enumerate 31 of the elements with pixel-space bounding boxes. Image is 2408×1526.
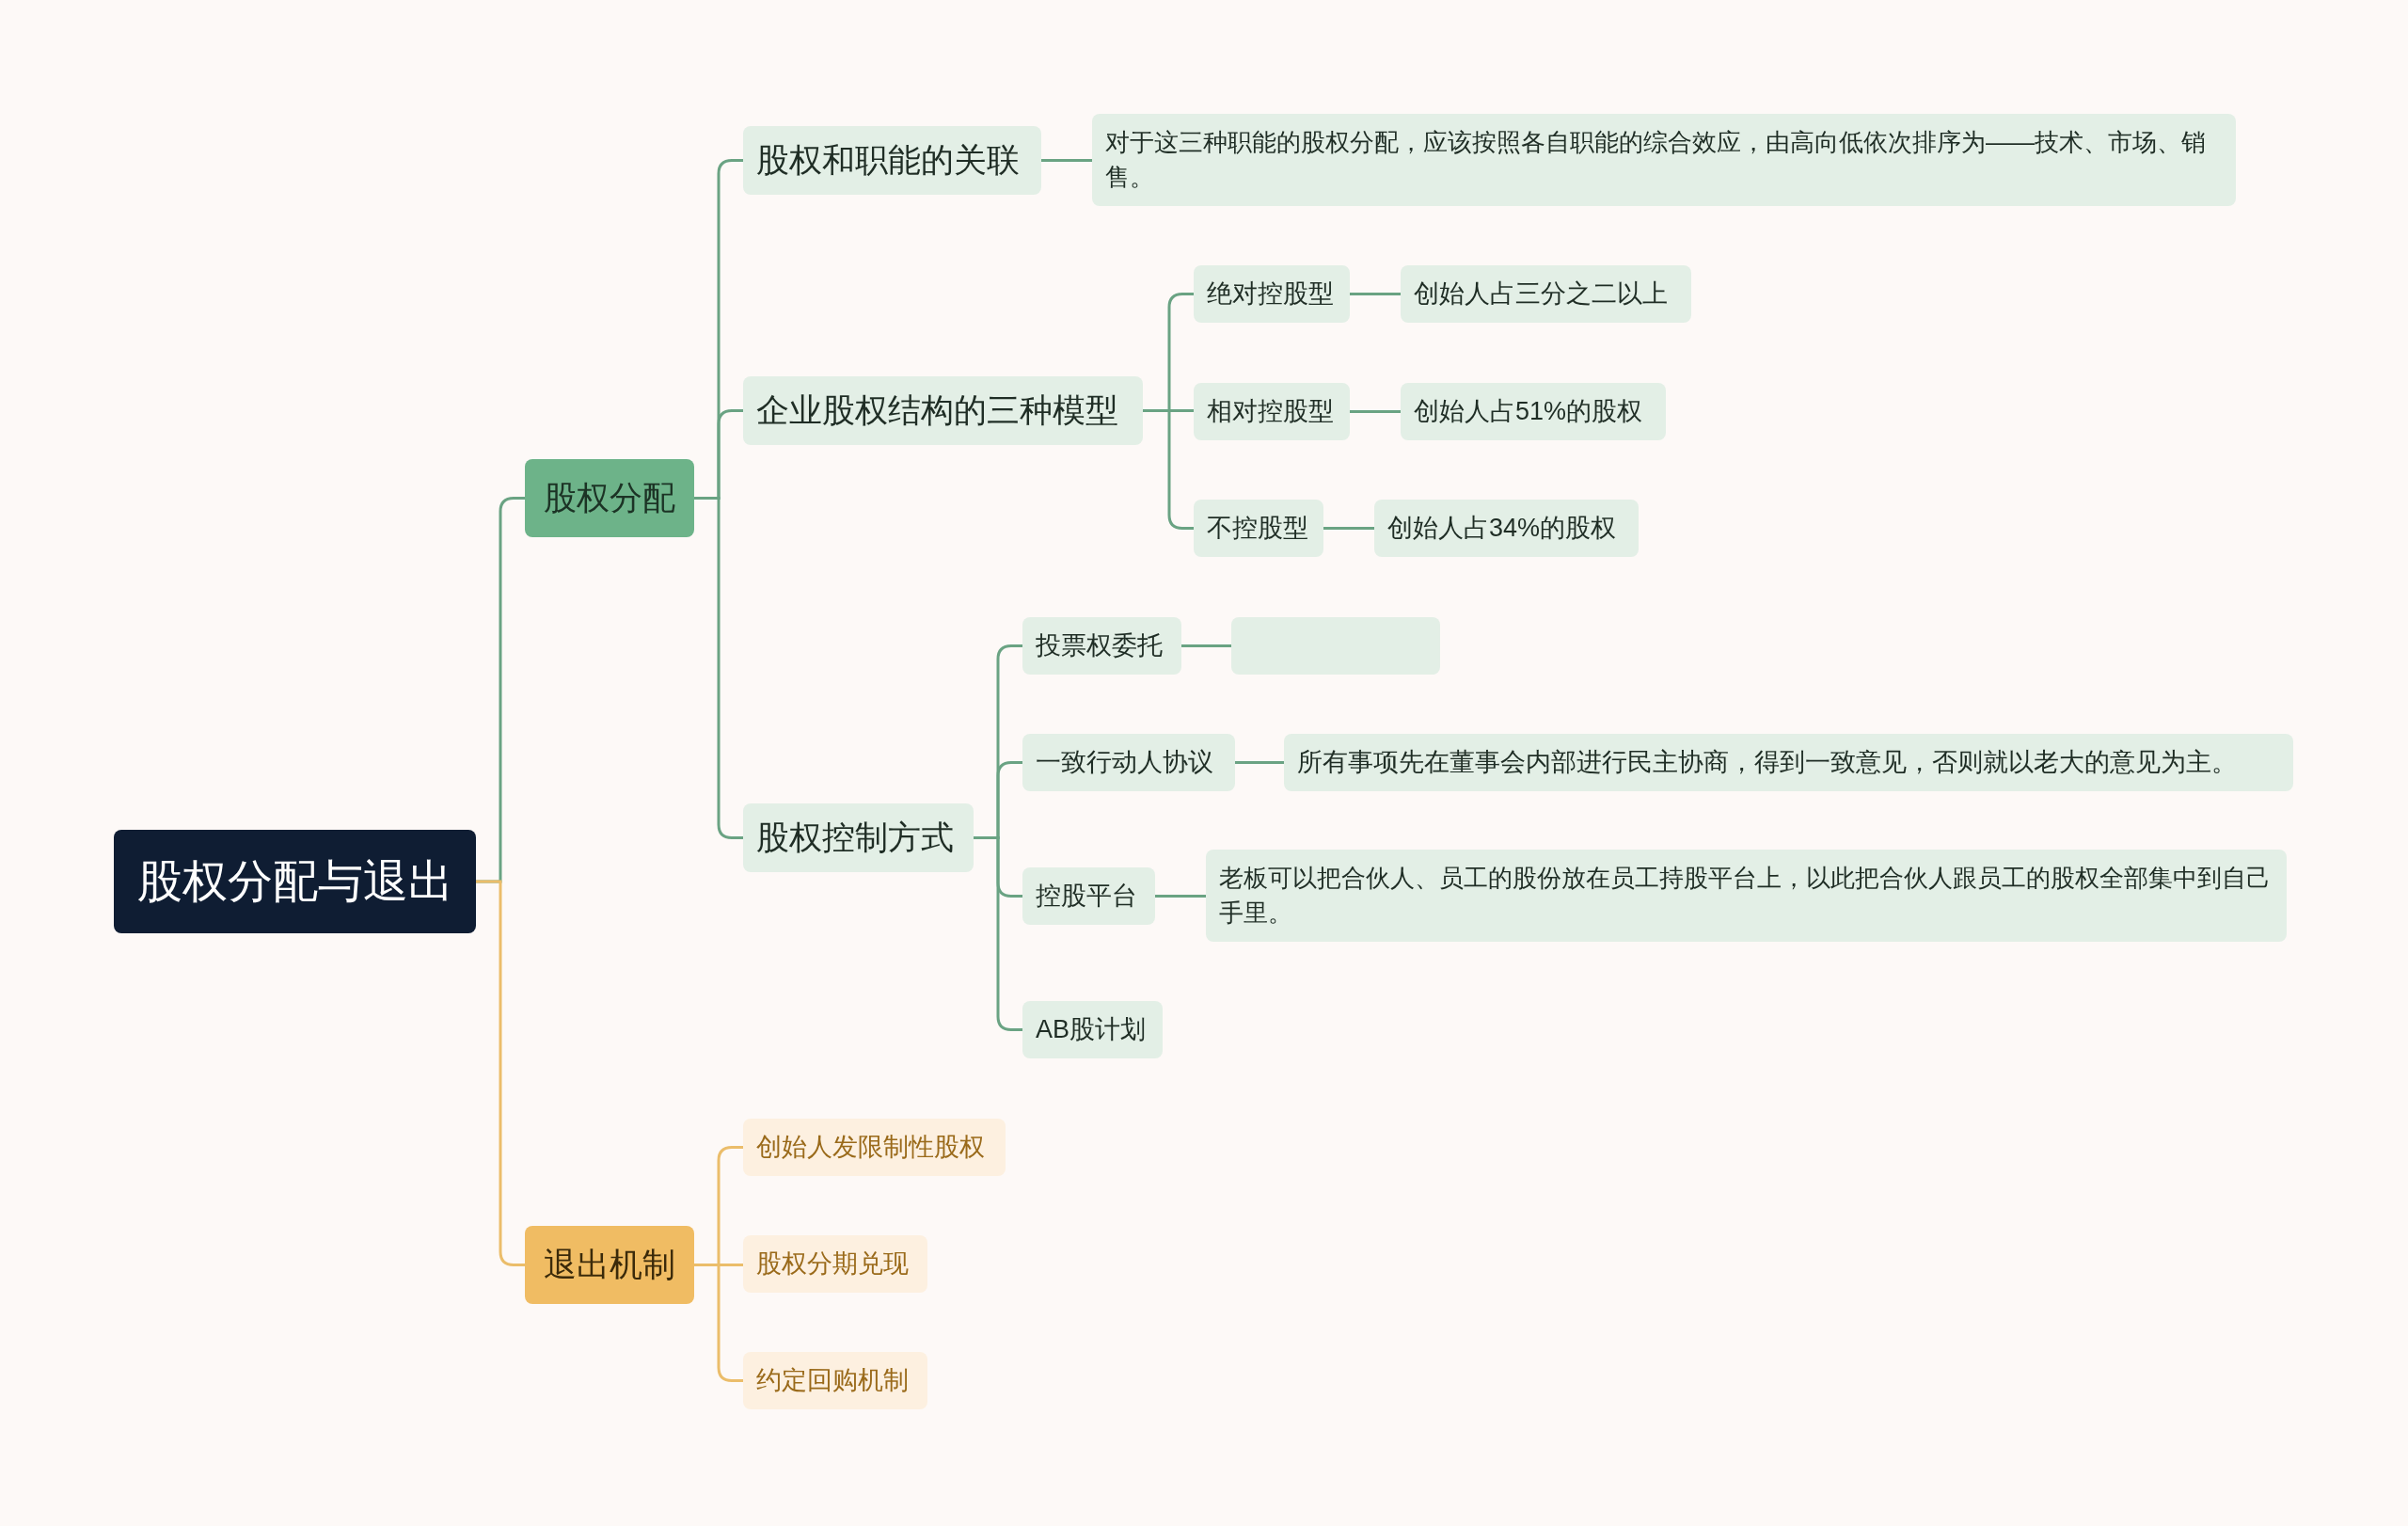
topic-box: 绝对控股型 [1194, 265, 1350, 323]
topic-box: 创始人发限制性股权 [743, 1119, 1006, 1176]
connector-line [1155, 895, 1206, 898]
connector-line [1181, 644, 1231, 647]
subtopic-box: 股权控制方式 [743, 803, 974, 872]
empty-box [1231, 617, 1440, 675]
topic-box: 所有事项先在董事会内部进行民主协商，得到一致意见，否则就以老大的意见为主。 [1284, 734, 2293, 791]
topic-box: 投票权委托 [1022, 617, 1181, 675]
connector-line [1323, 527, 1374, 530]
topic-box: 约定回购机制 [743, 1352, 927, 1409]
branch-topic: 股权分配 [525, 459, 694, 537]
connector-line [1350, 293, 1401, 295]
topic-box: 创始人占三分之二以上 [1401, 265, 1691, 323]
topic-box: 控股平台 [1022, 867, 1155, 925]
connector-line [1350, 410, 1401, 413]
topic-box: 股权分期兑现 [743, 1235, 927, 1293]
topic-box: 相对控股型 [1194, 383, 1350, 440]
connector-line [1041, 159, 1092, 162]
branch-topic: 退出机制 [525, 1226, 694, 1304]
subtopic-box: 股权和职能的关联 [743, 126, 1041, 195]
note-box: 老板可以把合伙人、员工的股份放在员工持股平台上，以此把合伙人跟员工的股权全部集中到自己手里。 [1206, 850, 2287, 942]
topic-box: 不控股型 [1194, 500, 1323, 557]
root-topic: 股权分配与退出 [114, 830, 476, 933]
connector-line [1235, 761, 1284, 764]
connector-line [1143, 409, 1194, 530]
topic-box: 一致行动人协议 [1022, 734, 1235, 791]
subtopic-box: 企业股权结构的三种模型 [743, 376, 1143, 445]
topic-box: 创始人占34%的股权 [1374, 500, 1639, 557]
topic-box: AB股计划 [1022, 1001, 1163, 1058]
note-box: 对于这三种职能的股权分配，应该按照各自职能的综合效应，由高向低依次排序为——技术、市场、销售。 [1092, 114, 2236, 206]
topic-box: 创始人占51%的股权 [1401, 383, 1666, 440]
